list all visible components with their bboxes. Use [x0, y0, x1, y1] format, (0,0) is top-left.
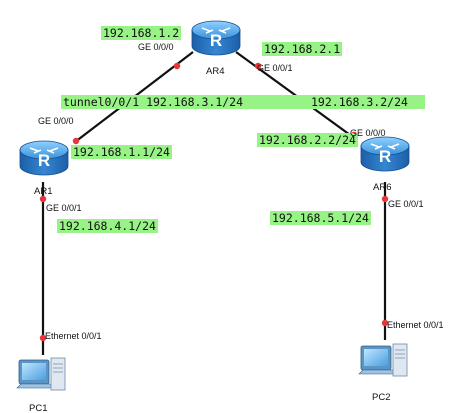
- device-label-ar1: AR1: [34, 186, 53, 197]
- ip-label-ar6-ge000: 192.168.2.2/24: [257, 133, 358, 147]
- device-label-pc2: PC2: [372, 392, 391, 403]
- port-dot-pc1-eth: [39, 334, 47, 342]
- router-ar1-icon[interactable]: [19, 140, 69, 176]
- port-dot-ar1-ge001: [39, 195, 47, 203]
- port-label-pc2-eth: Ethernet 0/0/1: [387, 320, 444, 330]
- router-ar4-icon[interactable]: [191, 20, 241, 56]
- port-dot-ar4-ge000: [173, 62, 181, 70]
- port-label-ar1-ge001: GE 0/0/1: [46, 203, 82, 213]
- port-label-ar4-ge001: GE 0/0/1: [257, 63, 293, 73]
- port-label-ar6-ge001: GE 0/0/1: [388, 199, 424, 209]
- port-label-ar1-ge000: GE 0/0/0: [38, 116, 74, 126]
- port-dot-ar6-ge001: [381, 195, 389, 203]
- router-ar6-icon[interactable]: [360, 136, 410, 172]
- ip-label-ar4-ge001: 192.168.2.1: [262, 42, 343, 56]
- port-label-pc1-eth: Ethernet 0/0/1: [45, 331, 102, 341]
- ip-label-tunnel: tunnel0/0/1 192.168.3.1/24: [61, 95, 309, 109]
- device-label-pc1: PC1: [29, 403, 48, 413]
- pc1-icon[interactable]: [16, 357, 66, 391]
- device-label-ar6: AR6: [373, 182, 392, 193]
- ip-label-ar1-ge000: 192.168.1.1/24: [71, 145, 172, 159]
- port-dot-pc2-eth: [381, 319, 389, 327]
- ip-label-ar1-ge001: 192.168.4.1/24: [57, 219, 158, 233]
- pc2-icon[interactable]: [358, 343, 408, 377]
- device-label-ar4: AR4: [206, 66, 225, 77]
- port-dot-ar4-ge001: [254, 62, 262, 70]
- port-dot-ar1-ge000: [72, 137, 80, 145]
- ip-label-ar6-ge001: 192.168.5.1/24: [270, 211, 371, 225]
- ip-label-ar4-ge000: 192.168.1.2: [101, 26, 182, 40]
- port-label-ar4-ge000: GE 0/0/0: [138, 42, 174, 52]
- port-label-ar6-ge000: GE 0/0/0: [350, 128, 386, 138]
- ip-label-tunnel-peer: 192.168.3.2/24: [309, 95, 425, 109]
